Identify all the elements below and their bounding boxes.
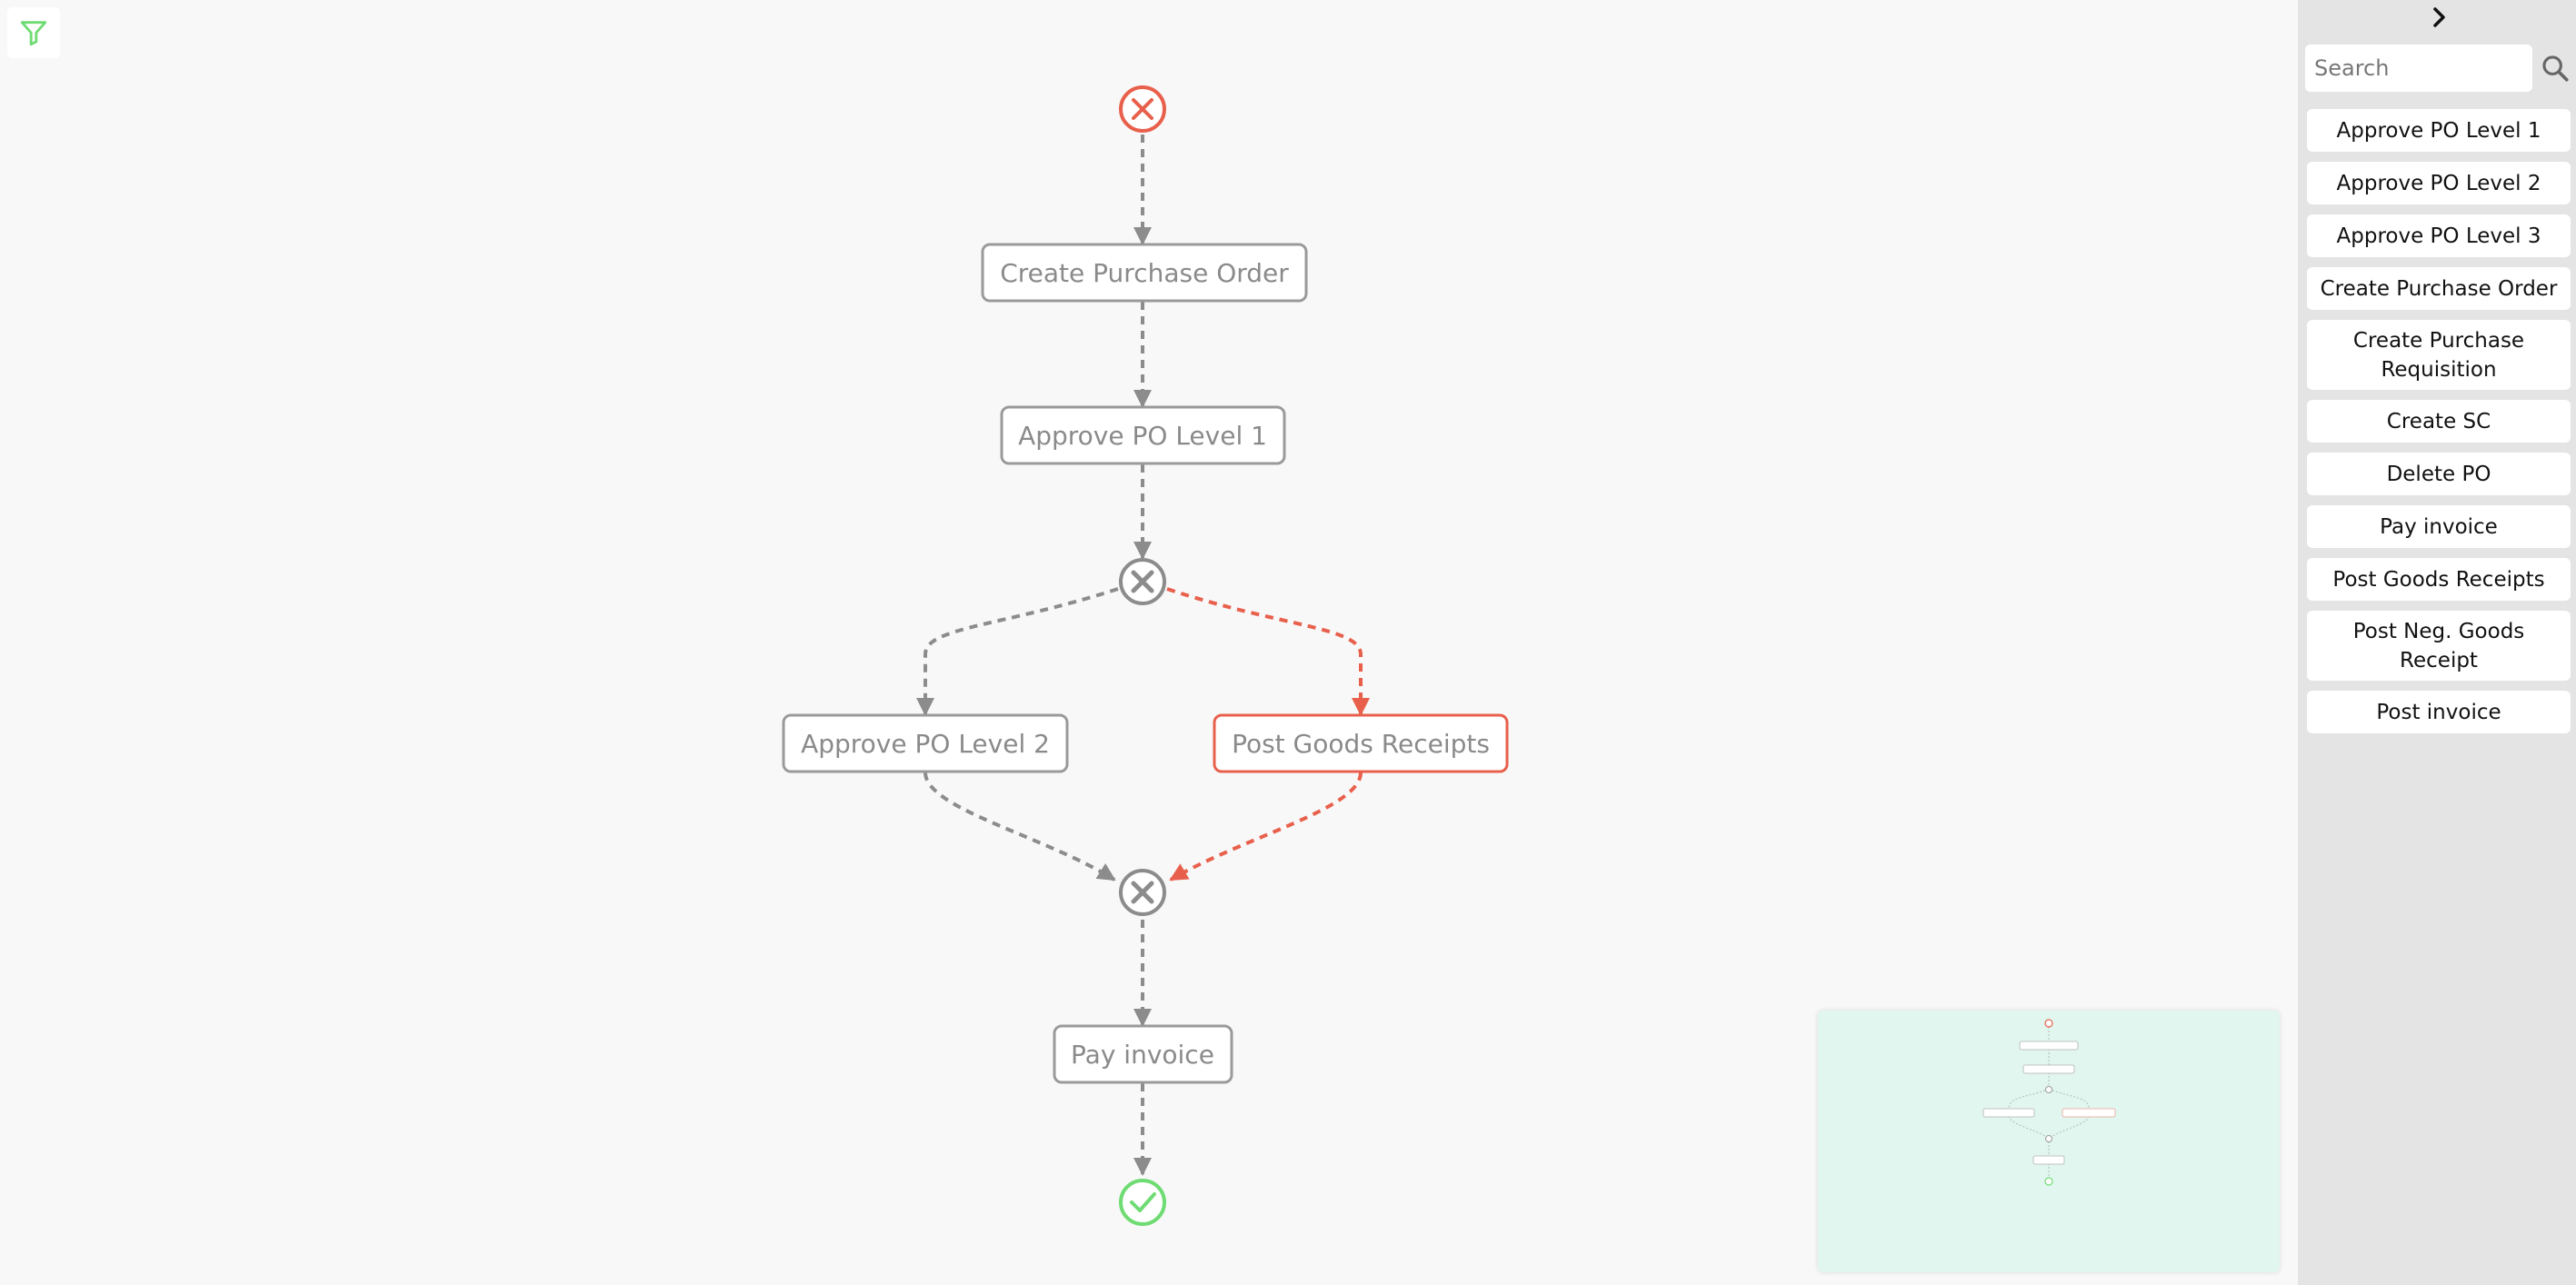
close-icon	[1132, 98, 1153, 120]
activity-item[interactable]: Approve PO Level 2	[2307, 162, 2571, 204]
activity-item[interactable]: Create Purchase Order	[2307, 267, 2571, 310]
activity-item[interactable]: Post Goods Receipts	[2307, 558, 2571, 601]
xor-gateway-split[interactable]	[1119, 558, 1166, 605]
activity-item[interactable]: Pay invoice	[2307, 505, 2571, 548]
search-button[interactable]	[2538, 49, 2572, 87]
node-pay-invoice[interactable]: Pay invoice	[1053, 1024, 1233, 1084]
activity-item[interactable]: Post invoice	[2307, 691, 2571, 733]
node-label: Approve PO Level 1	[1018, 421, 1267, 451]
edge-split-to-approve-l2	[916, 587, 1119, 716]
node-label: Pay invoice	[1071, 1040, 1214, 1070]
activity-item[interactable]: Approve PO Level 1	[2307, 109, 2571, 152]
edge-post-goods-to-join	[1169, 772, 1363, 882]
node-label: Approve PO Level 2	[801, 729, 1050, 759]
activity-item[interactable]: Approve PO Level 3	[2307, 214, 2571, 257]
activity-item[interactable]: Create SC	[2307, 400, 2571, 443]
activity-item[interactable]: Create Purchase Requisition	[2307, 320, 2571, 390]
node-label: Create Purchase Order	[1000, 258, 1289, 288]
node-post-goods-receipts[interactable]: Post Goods Receipts	[1213, 713, 1509, 773]
node-create-purchase-order[interactable]: Create Purchase Order	[981, 243, 1308, 303]
minimap-preview	[1982, 1019, 2116, 1186]
process-diagram: Create Purchase Order Approve PO Level 1…	[782, 85, 1509, 1226]
checkmark-icon	[1130, 1192, 1156, 1212]
node-approve-po-level-1[interactable]: Approve PO Level 1	[1000, 405, 1286, 465]
chevron-right-icon	[2433, 7, 2445, 27]
end-event[interactable]	[1119, 1179, 1166, 1226]
filter-icon	[20, 21, 47, 46]
filter-button[interactable]	[7, 7, 60, 58]
close-icon	[1131, 570, 1154, 593]
search-input[interactable]	[2305, 45, 2532, 92]
process-canvas[interactable]: Create Purchase Order Approve PO Level 1…	[0, 0, 2298, 1285]
edge-approve-l2-to-join	[924, 772, 1116, 882]
activity-item[interactable]: Post Neg. Goods Receipt	[2307, 611, 2571, 681]
start-event[interactable]	[1119, 85, 1166, 133]
search-icon	[2542, 55, 2569, 82]
node-label: Post Goods Receipts	[1232, 729, 1490, 759]
close-icon	[1131, 881, 1154, 904]
xor-gateway-join[interactable]	[1119, 869, 1166, 916]
node-approve-po-level-2[interactable]: Approve PO Level 2	[782, 713, 1069, 773]
minimap[interactable]	[1818, 1011, 2280, 1272]
edge-split-to-post-goods	[1166, 587, 1370, 716]
activity-item[interactable]: Delete PO	[2307, 453, 2571, 495]
sidebar-toggle-button[interactable]	[2421, 2, 2458, 33]
activity-list: Approve PO Level 1 Approve PO Level 2 Ap…	[2307, 109, 2571, 733]
